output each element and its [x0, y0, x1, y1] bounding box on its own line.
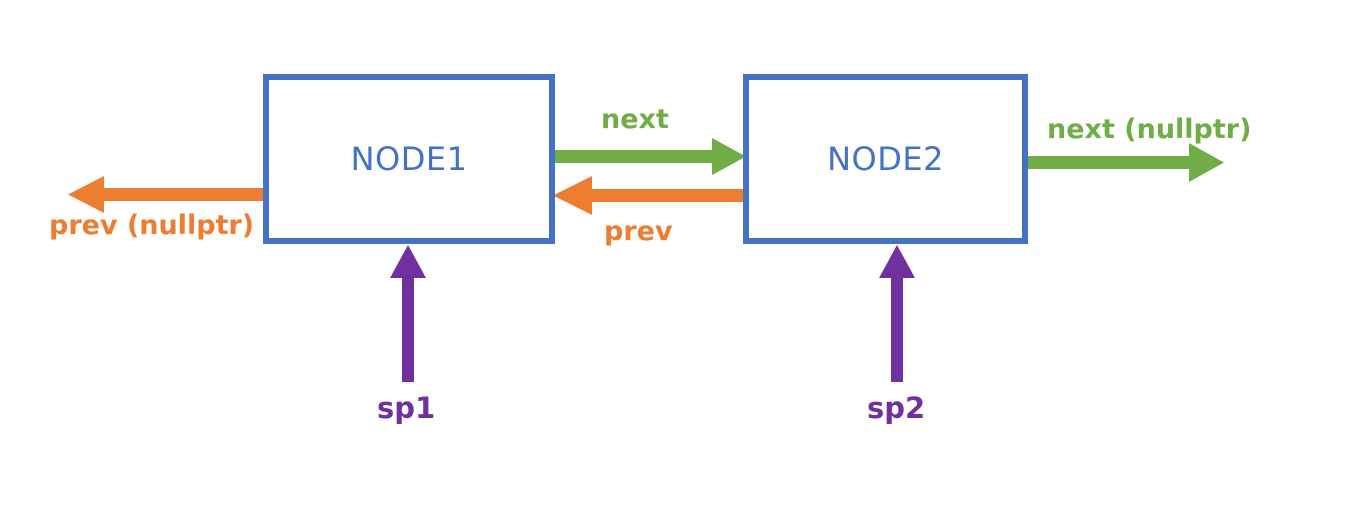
arrow-next-nullptr: [1028, 143, 1224, 182]
node-label-node2: NODE2: [827, 140, 944, 178]
edge-label-next-nullptr: next (nullptr): [1047, 114, 1252, 145]
edge-label-prev-nullptr: prev (nullptr): [49, 210, 255, 241]
edge-label-prev: prev: [604, 216, 673, 247]
arrow-next-node1-node2: [551, 138, 746, 175]
arrow-prev-node2-node1: [553, 176, 746, 215]
node-label-node1: NODE1: [350, 140, 468, 178]
arrow-sp1: [390, 245, 426, 382]
node-box-node1[interactable]: NODE1: [263, 74, 555, 244]
arrow-sp2: [879, 245, 915, 382]
node-box-node2[interactable]: NODE2: [743, 74, 1028, 244]
pointer-label-sp1: sp1: [377, 391, 436, 425]
edge-label-next: next: [601, 104, 669, 135]
pointer-label-sp2: sp2: [867, 391, 926, 425]
arrow-prev-nullptr: [68, 176, 267, 213]
